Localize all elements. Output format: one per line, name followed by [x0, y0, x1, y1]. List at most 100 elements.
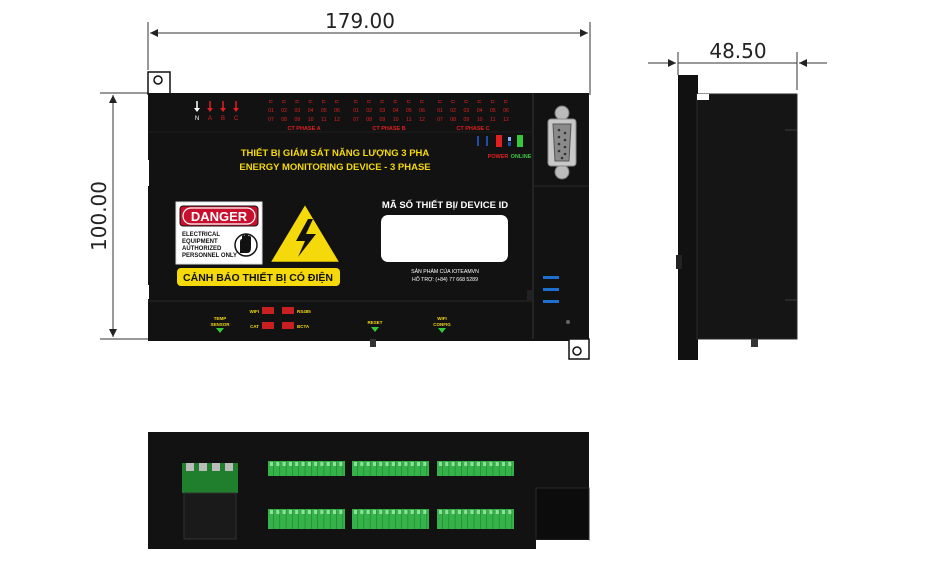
reset-label: RESET	[367, 320, 382, 325]
ct-channel-bottom: 08	[450, 117, 456, 123]
ct-channel-top: 05	[321, 108, 327, 114]
wifi-config-label-2: CONFIG	[433, 322, 451, 327]
device-id-label: MÃ SỐ THIẾT BỊ/ DEVICE ID	[382, 199, 508, 211]
device-title-en: ENERGY MONITORING DEVICE - 3 PHASE	[239, 162, 430, 173]
ct-channel-bottom: 07	[268, 117, 274, 123]
bottom-view	[148, 432, 590, 549]
ct-channel-top: 02	[450, 108, 456, 114]
phase-input-a: A	[207, 101, 213, 122]
ct-port-glyph: ⊏	[295, 99, 300, 105]
ct-channel-top: 06	[334, 108, 340, 114]
ct-port-glyph: ⊏	[269, 99, 274, 105]
width-dimension: 179.00	[147, 9, 591, 95]
ct-channel-bottom: 10	[393, 117, 399, 123]
ct-channel-bottom: 07	[437, 117, 443, 123]
width-value: 179.00	[325, 9, 395, 33]
ct-port-glyph: ⊏	[354, 99, 359, 105]
ct-port-glyph: ⊏	[380, 99, 385, 105]
bcta-switch[interactable]	[282, 322, 294, 329]
ct-channel-bottom: 11	[406, 117, 411, 123]
danger-line-1: ELECTRICAL	[182, 232, 220, 238]
danger-title: DANGER	[191, 209, 248, 224]
ct-channel-top: 05	[406, 108, 412, 114]
power-label: POWER	[488, 154, 509, 160]
rs485-switch[interactable]	[282, 307, 294, 314]
ct-channel-top: 04	[308, 108, 314, 114]
wifi-config-port: WIFI CONFIG	[433, 316, 451, 333]
phase-input-b: B	[220, 101, 226, 122]
ct-channel-top: 04	[477, 108, 483, 114]
terminal-blocks	[268, 461, 514, 529]
height-dimension: 100.00	[87, 92, 148, 340]
ct-channel-top: 02	[281, 108, 287, 114]
cat-switch[interactable]	[262, 322, 274, 329]
phase-input-label: A	[208, 116, 212, 122]
ct-port-glyph: ⊏	[504, 99, 509, 105]
ct-input-groups: ⊏ 01 07 ⊏ 02 08 ⊏ 03 09 ⊏ 04 10 ⊏ 05 11 ⊏ 06 12 CT PHASE A…	[268, 99, 509, 132]
ct-port-glyph: ⊏	[464, 99, 469, 105]
wifi-switch[interactable]	[262, 307, 274, 314]
ct-channel-top: 01	[268, 108, 274, 114]
ct-channel-bottom: 11	[321, 117, 326, 123]
ct-channel-top: 03	[464, 108, 470, 114]
ct-channel-bottom: 10	[308, 117, 314, 123]
ct-port-glyph: ⊏	[420, 99, 425, 105]
danger-sign: DANGER ELECTRICAL EQUIPMENT AUTHORIZED P…	[175, 201, 263, 265]
ct-channel-bottom: 12	[334, 117, 340, 123]
ct-channel-top: 01	[353, 108, 359, 114]
depth-dimension: 48.50	[648, 39, 827, 90]
reset-port: RESET	[367, 320, 383, 332]
warning-label: CẢNH BÁO THIẾT BỊ CÓ ĐIỆN	[183, 271, 333, 284]
terminal-block	[437, 461, 514, 476]
temp-sensor-label-2: SENSOR	[210, 322, 230, 327]
phase-input-n: N	[194, 101, 200, 122]
ct-group-label: CT PHASE B	[372, 126, 405, 132]
danger-line-3: AUTHORIZED	[182, 246, 222, 252]
ct-channel-top: 05	[490, 108, 496, 114]
power-connector	[182, 463, 238, 540]
terminal-block	[352, 509, 429, 529]
switch-label-wifi: WIFI	[250, 309, 260, 314]
terminal-block	[268, 461, 345, 476]
ct-port-glyph: ⊏	[367, 99, 372, 105]
switch-label-bcta: BCTA	[297, 324, 310, 329]
phase-input-label: B	[221, 116, 225, 122]
ct-channel-bottom: 12	[419, 117, 425, 123]
maker-line: SẢN PHẨM CỦA IOTEAMVN	[411, 268, 479, 275]
ct-channel-bottom: 08	[366, 117, 372, 123]
danger-line-2: EQUIPMENT	[182, 239, 218, 245]
phase-input-label: N	[195, 116, 199, 122]
ct-port-glyph: ⊏	[477, 99, 482, 105]
online-label: ONLINE	[511, 154, 532, 160]
ct-group-label: CT PHASE A	[287, 126, 320, 132]
temp-sensor-label-1: TEMP	[214, 316, 227, 321]
db9-connector	[547, 105, 577, 180]
terminal-block	[437, 509, 514, 529]
switch-label-rs485: RS485	[297, 309, 311, 314]
terminal-block	[268, 509, 345, 529]
ct-channel-top: 04	[393, 108, 399, 114]
device-title-vi: THIẾT BỊ GIÁM SÁT NĂNG LƯỢNG 3 PHA	[241, 148, 430, 159]
ct-port-glyph: ⊏	[321, 99, 326, 105]
switch-label-cat: CAT	[250, 324, 259, 329]
terminal-block	[352, 461, 429, 476]
danger-line-4: PERSONNEL ONLY	[182, 253, 237, 259]
ct-port-glyph: ⊏	[335, 99, 340, 105]
ct-channel-top: 03	[295, 108, 301, 114]
ct-port-glyph: ⊏	[438, 99, 443, 105]
dip-switches: WIFI RS485 CAT BCTA	[250, 307, 311, 329]
ct-channel-bottom: 09	[295, 117, 301, 123]
ct-channel-top: 02	[366, 108, 372, 114]
wifi-config-label-1: WIFI	[437, 316, 447, 321]
height-value: 100.00	[87, 181, 111, 251]
ct-channel-bottom: 09	[380, 117, 386, 123]
ct-port-glyph: ⊏	[490, 99, 495, 105]
ct-channel-bottom: 09	[464, 117, 470, 123]
ct-port-glyph: ⊏	[393, 99, 398, 105]
